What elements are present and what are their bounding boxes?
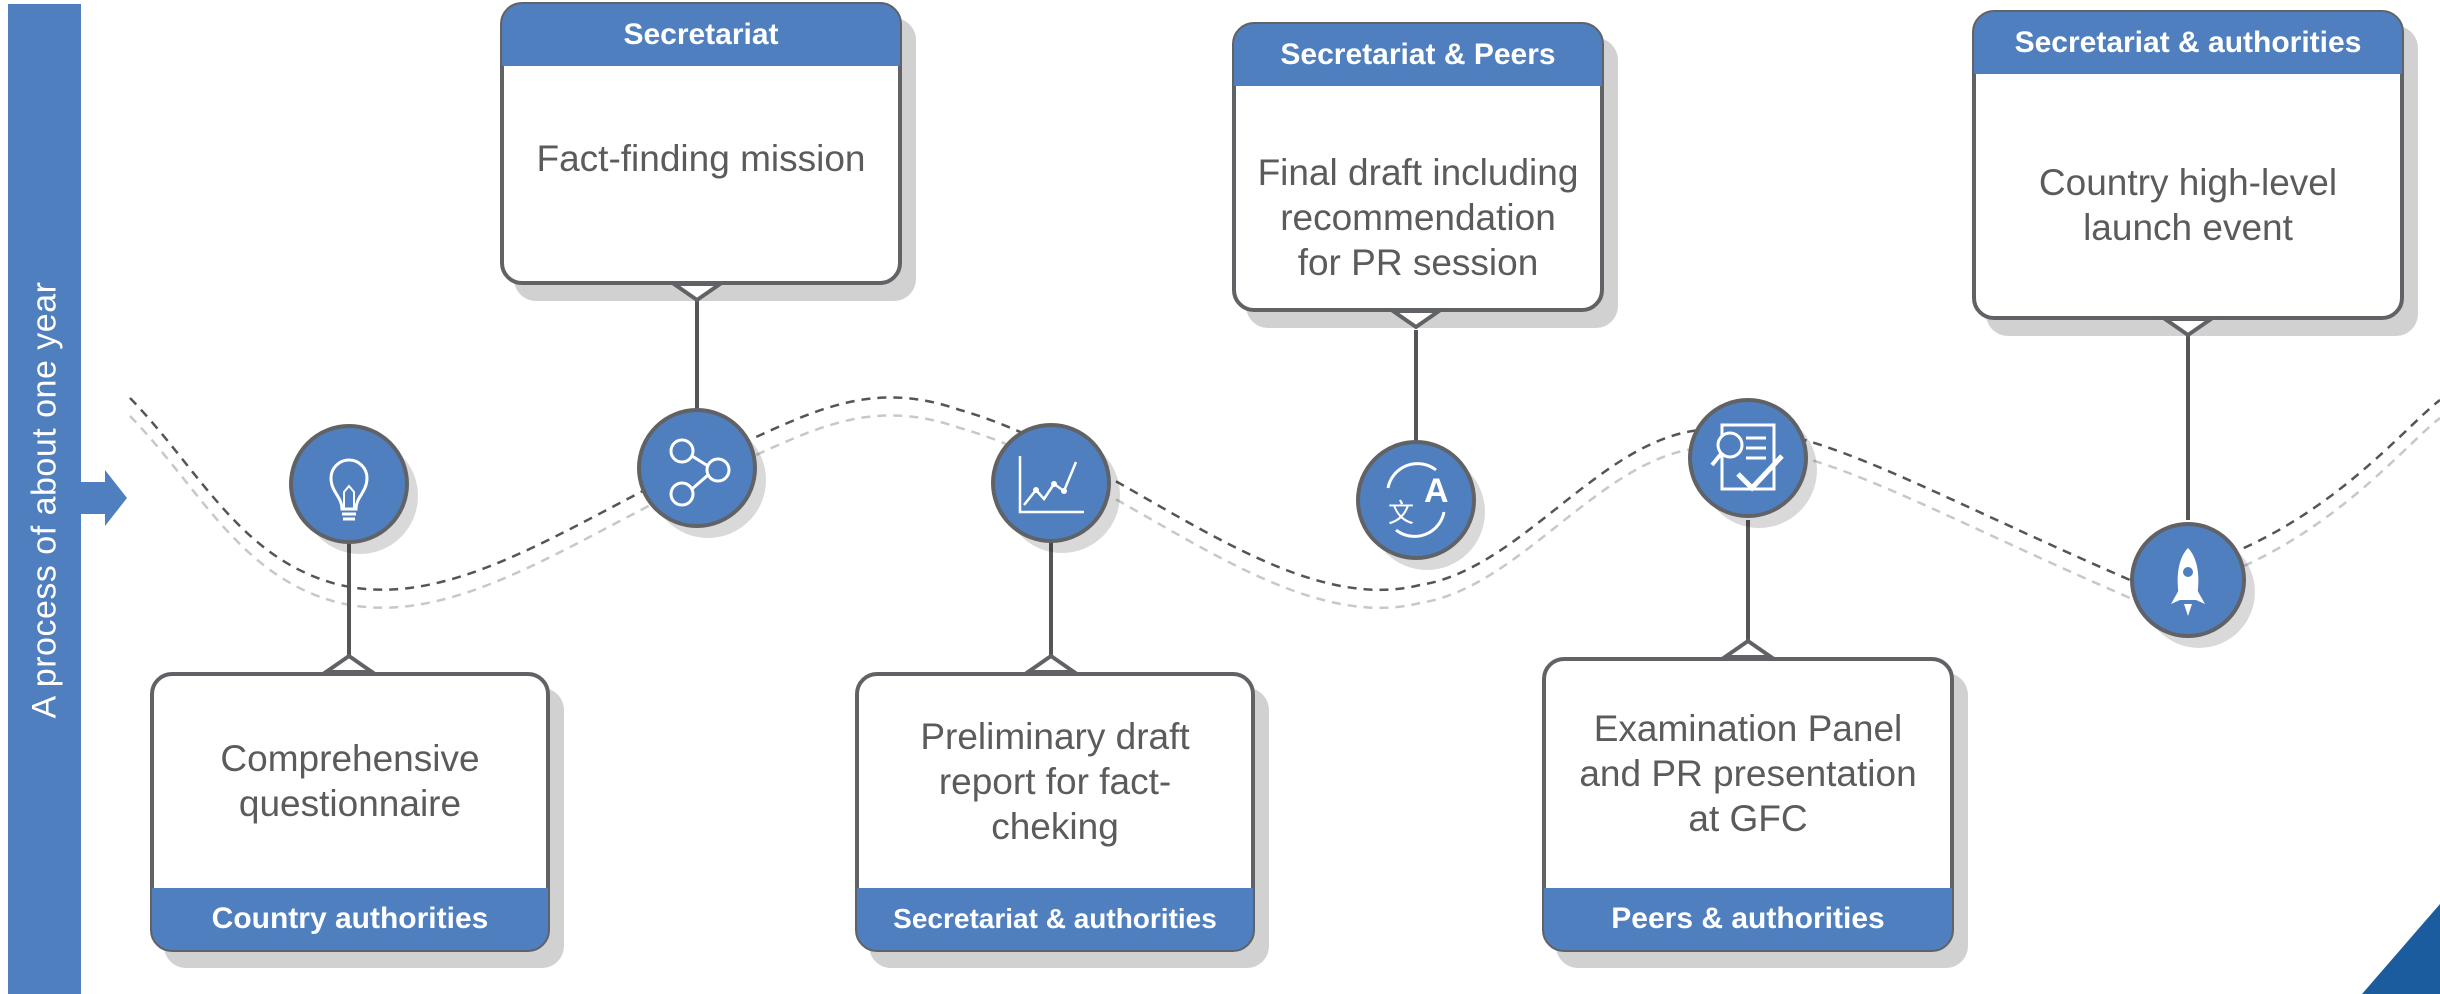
step-4-text: Final draft including recommendation for… — [1257, 152, 1579, 283]
arrow-right-icon — [81, 482, 105, 514]
timeline-sidebar — [8, 4, 81, 994]
step-2-card: Secretariat Fact-finding mission — [500, 2, 902, 285]
step-1-card: Comprehensive questionnaire Country auth… — [150, 672, 550, 952]
step-4-card: Secretariat & Peers Final draft includin… — [1232, 22, 1604, 312]
step-6-card: Secretariat & authorities Country high-l… — [1972, 10, 2404, 320]
side-label: A process of about one year — [25, 281, 64, 719]
step-5-text: Examination Panel and PR presentation at… — [1579, 708, 1917, 839]
step-3-role: Secretariat & authorities — [857, 888, 1253, 950]
corner-decoration — [2362, 904, 2440, 994]
step-1-text: Comprehensive questionnaire — [220, 738, 480, 824]
arrow-head-icon — [105, 470, 127, 526]
step-6-text: Country high-level launch event — [2038, 162, 2338, 248]
step-3-text: Preliminary draft report for fact-chekin… — [920, 715, 1190, 847]
step-5-role: Peers & authorities — [1544, 888, 1952, 950]
step-6-role: Secretariat & authorities — [1974, 12, 2402, 74]
step-3-card: Preliminary draft report for fact-chekin… — [855, 672, 1255, 952]
step-5-card: Examination Panel and PR presentation at… — [1542, 657, 1954, 952]
step-2-role: Secretariat — [502, 4, 900, 66]
step-4-role: Secretariat & Peers — [1234, 24, 1602, 86]
step-1-role: Country authorities — [152, 888, 548, 950]
step-2-text: Fact-finding mission — [536, 138, 866, 179]
